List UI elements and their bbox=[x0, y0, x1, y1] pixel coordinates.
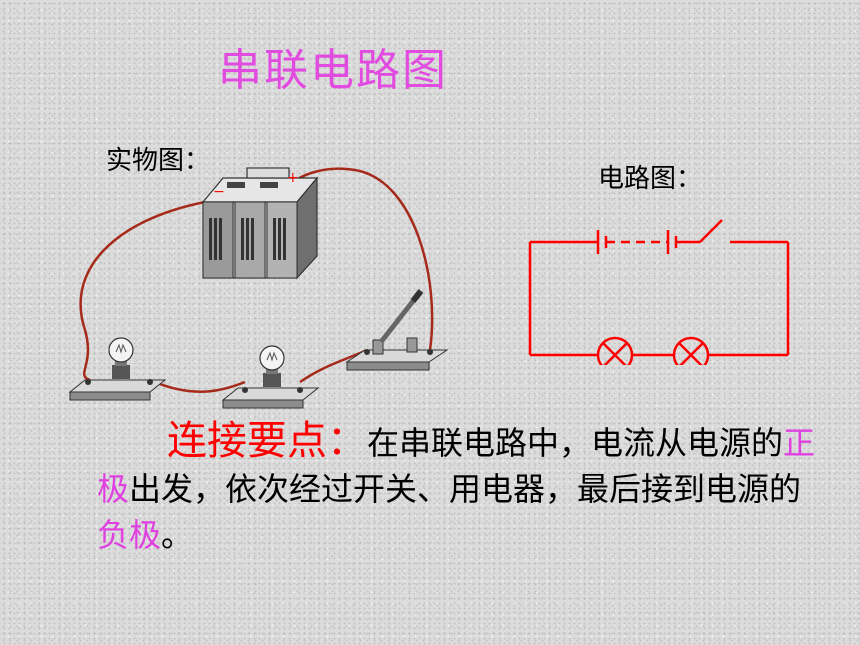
lamp-symbol-1 bbox=[596, 336, 634, 365]
key-point-paragraph: 连接要点：在串联电路中，电流从电源的正极出发，依次经过开关、用电器，最后接到电源… bbox=[97, 418, 817, 558]
battery-minus-sign: − bbox=[213, 184, 225, 200]
page-title: 串联电路图 bbox=[218, 45, 448, 96]
physical-diagram-label: 实物图： bbox=[106, 146, 211, 176]
wire-lamp1-to-lamp2 bbox=[149, 378, 246, 393]
battery-pack: + − bbox=[201, 167, 319, 280]
key-point-text-3: 。 bbox=[161, 516, 194, 554]
knife-switch bbox=[345, 289, 449, 371]
battery-plus-sign: + bbox=[287, 170, 299, 186]
circuit-diagram-label: 电路图： bbox=[598, 164, 703, 194]
lamp-symbol-2 bbox=[672, 336, 710, 365]
lamp-2 bbox=[221, 345, 320, 409]
key-point-heading: 连接要点： bbox=[167, 418, 367, 464]
negative-pole-highlight: 负极 bbox=[97, 516, 162, 554]
lamp-1 bbox=[68, 337, 167, 401]
positive-pole-highlight: 正极 bbox=[97, 424, 816, 508]
wire-switch-to-battery bbox=[289, 167, 434, 351]
wire-battery-to-lamp1 bbox=[79, 200, 206, 382]
circuit-schematic bbox=[528, 219, 790, 365]
physical-diagram: + − bbox=[68, 167, 449, 409]
key-point-text-1: 在串联电路中，电流从电源的 bbox=[367, 424, 784, 462]
switch-blade bbox=[699, 219, 723, 243]
key-point-text-2: 出发，依次经过开关、用电器，最后接到电源的 bbox=[129, 470, 802, 508]
